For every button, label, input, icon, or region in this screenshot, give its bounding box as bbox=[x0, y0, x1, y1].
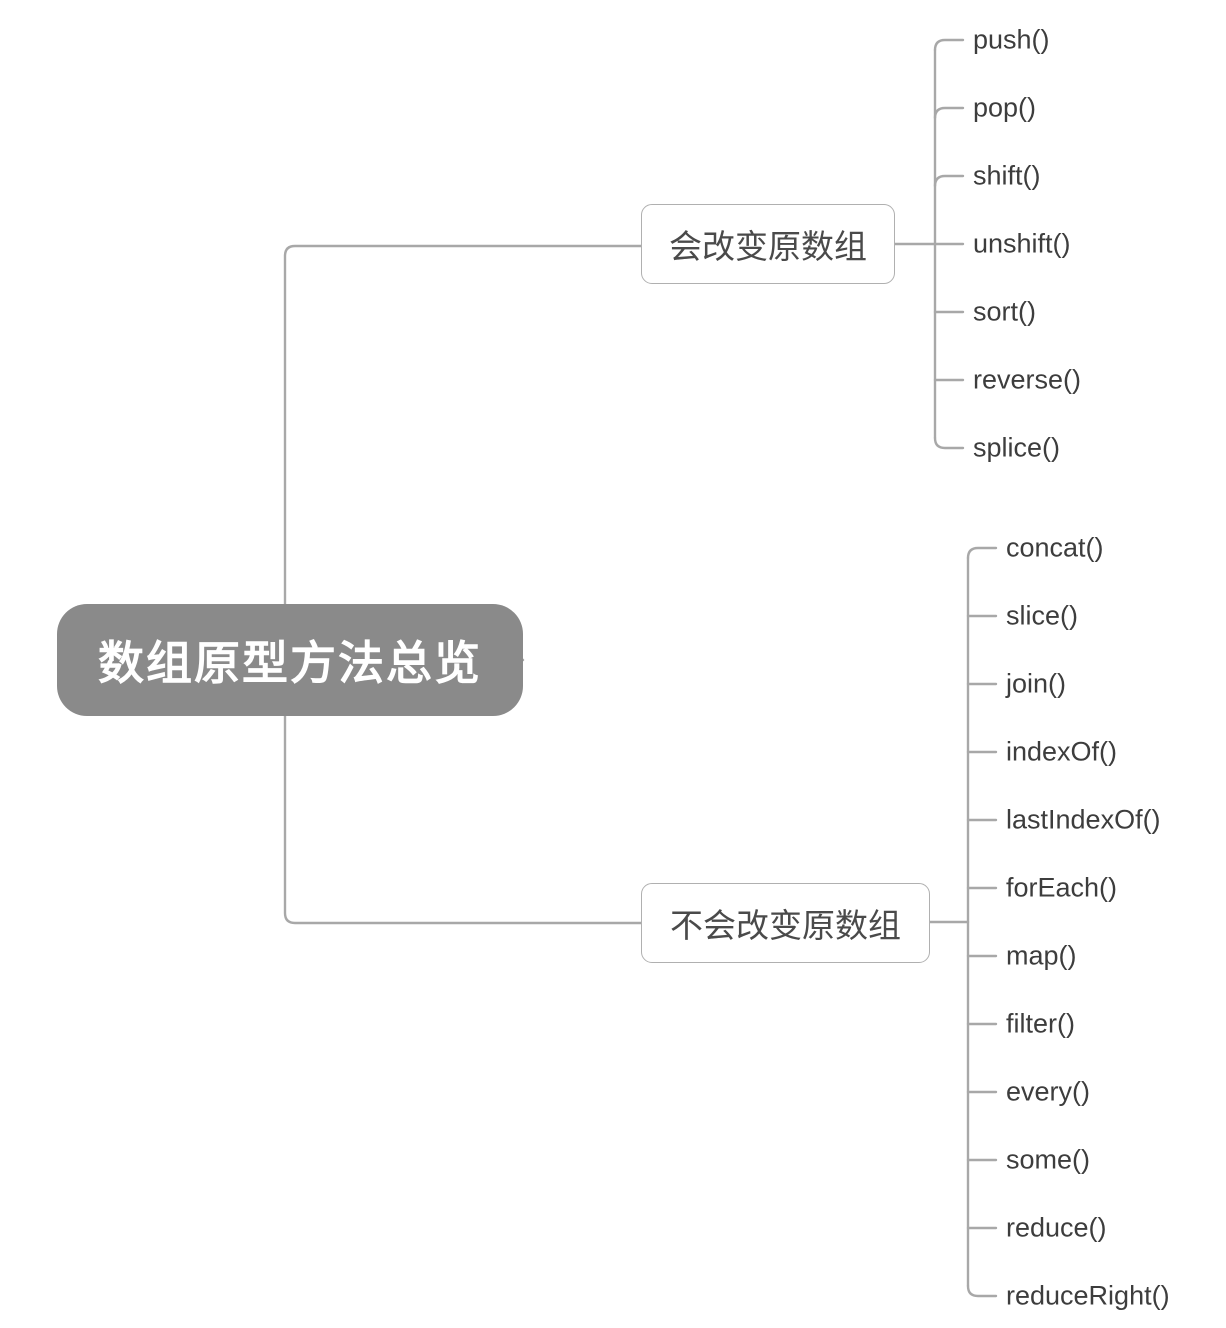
branch-0-leaf-stub-0 bbox=[933, 38, 965, 52]
leaf-node[interactable]: reduce() bbox=[1006, 1212, 1107, 1243]
leaf-node[interactable]: join() bbox=[1006, 668, 1067, 699]
leaf-node[interactable]: filter() bbox=[1006, 1008, 1075, 1039]
branch-1-leaf-stub-0 bbox=[966, 546, 998, 560]
leaf-node[interactable]: unshift() bbox=[973, 228, 1071, 259]
leaf-node[interactable]: sort() bbox=[973, 296, 1036, 327]
branch-node-non-mutating[interactable]: 不会改变原数组 bbox=[641, 883, 930, 963]
leaf-node[interactable]: slice() bbox=[1006, 600, 1078, 631]
root-node-label: 数组原型方法总览 bbox=[98, 637, 482, 689]
leaf-node[interactable]: lastIndexOf() bbox=[1006, 804, 1161, 835]
leaf-node[interactable]: indexOf() bbox=[1006, 736, 1118, 767]
leaf-node[interactable]: concat() bbox=[1006, 532, 1104, 563]
leaf-node[interactable]: shift() bbox=[973, 160, 1041, 191]
leaf-node[interactable]: push() bbox=[973, 24, 1050, 55]
branch-0-leaf-stub-1 bbox=[933, 106, 965, 120]
leaf-node[interactable]: reverse() bbox=[973, 364, 1082, 395]
leaf-node[interactable]: map() bbox=[1006, 940, 1077, 971]
leaf-node[interactable]: some() bbox=[1006, 1144, 1091, 1175]
branch-node-mutating-label: 会改变原数组 bbox=[669, 228, 867, 265]
branch-node-non-mutating-label: 不会改变原数组 bbox=[670, 907, 901, 944]
leaf-node[interactable]: splice() bbox=[973, 432, 1061, 463]
branch-0-leaf-stub-2 bbox=[933, 174, 965, 188]
leaf-node[interactable]: forEach() bbox=[1006, 872, 1118, 903]
trunk-to-branch-0 bbox=[283, 244, 643, 662]
branch-1-leaf-stub-11 bbox=[966, 1284, 998, 1298]
leaf-node[interactable]: pop() bbox=[973, 92, 1037, 123]
root-node[interactable]: 数组原型方法总览 bbox=[57, 604, 523, 716]
branch-0-leaf-stub-6 bbox=[933, 436, 965, 450]
leaf-node[interactable]: every() bbox=[1006, 1076, 1091, 1107]
branch-node-mutating[interactable]: 会改变原数组 bbox=[641, 204, 895, 284]
leaf-node[interactable]: reduceRight() bbox=[1006, 1280, 1170, 1311]
